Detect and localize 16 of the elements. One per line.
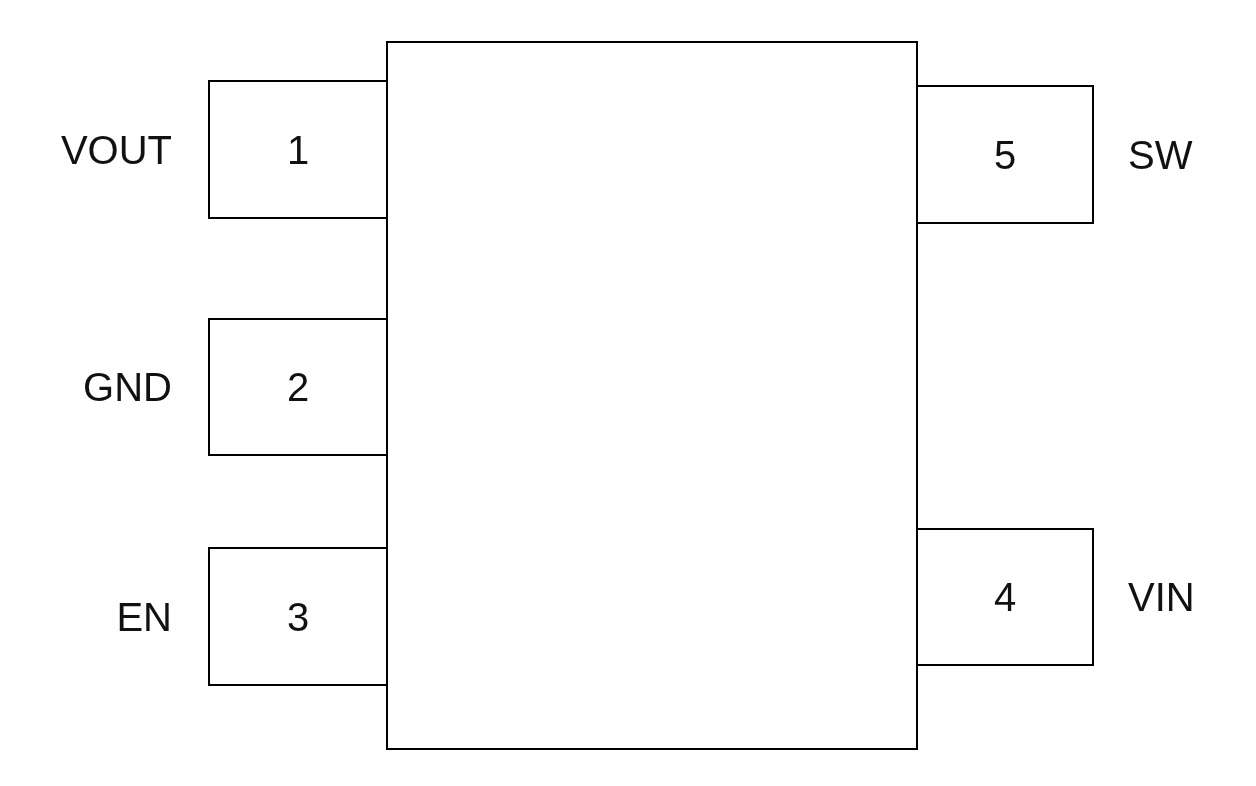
pin-name: EN [116,594,172,639]
pin-box [916,85,1094,224]
pin-box [208,80,388,219]
pin-name: VOUT [60,127,172,172]
pin-name: VIN [1128,574,1195,620]
pin-number: 5 [992,132,1018,177]
chip-body [386,41,918,750]
pin-number: 1 [285,127,311,172]
pin-number: 2 [285,364,311,410]
pin-box [916,528,1094,666]
pin-name: SW [1128,132,1193,177]
pin-box [208,547,388,686]
pin-number: 4 [992,574,1018,620]
pin-number: 3 [285,594,311,639]
pin-box [208,318,388,456]
pin-name: GND [83,364,172,410]
